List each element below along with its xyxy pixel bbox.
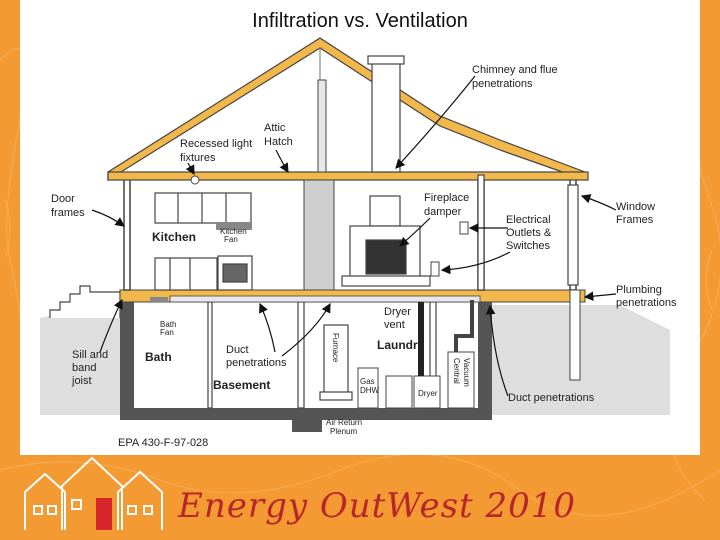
svg-text:DHW: DHW: [360, 386, 380, 395]
basement-label: Basement: [213, 378, 270, 392]
svg-text:Fan: Fan: [224, 235, 238, 244]
svg-text:penetrations: penetrations: [472, 78, 533, 90]
air-return-label: Air Return Plenum: [326, 418, 362, 436]
kitchen-cabinets: [154, 192, 253, 291]
plumbing-stack: [569, 289, 581, 381]
chimney-label: Chimney and flue penetrations: [472, 64, 558, 90]
window-frames-label: Window Frames: [616, 201, 655, 226]
kitchen-fan-icon: [216, 222, 252, 230]
recessed-light-icon: [190, 175, 200, 185]
svg-text:penetrations: penetrations: [226, 357, 287, 369]
svg-text:fixtures: fixtures: [180, 152, 216, 164]
house-infiltration-diagram: Chimney and flue penetrations Attic Hatc…: [40, 37, 677, 449]
svg-text:Attic: Attic: [264, 122, 286, 134]
dryer: [413, 375, 441, 409]
svg-text:vent: vent: [384, 319, 405, 331]
duct-penetrations-left-label: Duct penetrations: [226, 344, 287, 369]
dryer-vent: [418, 302, 424, 376]
svg-text:Electrical: Electrical: [506, 214, 551, 226]
svg-text:Gas: Gas: [360, 377, 375, 386]
dryer-vent-label: Dryer vent: [384, 306, 411, 331]
interior-walls: [207, 174, 485, 409]
svg-text:Fan: Fan: [160, 328, 174, 337]
svg-text:penetrations: penetrations: [616, 297, 677, 309]
recessed-light-label: Recessed light fixtures: [180, 138, 252, 164]
bath-fan-icon: [150, 297, 168, 302]
window-frame: [567, 184, 579, 286]
laundry-label: Laundry: [377, 338, 425, 352]
white-slide-panel: Infiltration vs. Ventilation: [20, 0, 700, 455]
attic-hatch-label: Attic Hatch: [264, 122, 293, 148]
electrical-label: Electrical Outlets & Switches: [506, 214, 552, 252]
door-frames-label: Door frames: [51, 193, 85, 219]
sill-label: Sill and band joist: [71, 349, 108, 387]
svg-text:Air Return: Air Return: [326, 418, 362, 427]
svg-text:damper: damper: [424, 206, 462, 218]
svg-text:band: band: [72, 362, 96, 374]
flue-chase: [303, 179, 335, 291]
bath-fan-label: Bath Fan: [160, 320, 176, 337]
svg-text:Recessed light: Recessed light: [180, 138, 252, 150]
kitchen-fan-label: Kitchen Fan: [220, 227, 247, 244]
svg-text:Kitchen: Kitchen: [220, 227, 247, 236]
gas-dhw-label: Gas DHW: [360, 377, 380, 395]
dryer-label: Dryer: [418, 389, 438, 398]
houses-logo-icon: [24, 456, 163, 530]
central-vacuum: [447, 351, 475, 409]
duct-penetrations-right-label: Duct penetrations: [508, 392, 595, 404]
svg-text:joist: joist: [71, 375, 92, 387]
svg-text:Chimney and flue: Chimney and flue: [472, 64, 558, 76]
washer: [385, 375, 413, 409]
supply-duct: [169, 295, 481, 303]
vacuum-pipe: [454, 300, 474, 352]
svg-text:Door: Door: [51, 193, 75, 205]
chimney: [341, 55, 431, 287]
epa-reference: EPA 430-F-97-028: [118, 437, 208, 449]
svg-text:Frames: Frames: [616, 214, 654, 226]
gas-water-heater: [357, 367, 379, 409]
plumbing-label: Plumbing penetrations: [616, 284, 677, 309]
svg-text:frames: frames: [51, 207, 85, 219]
electrical-outlet-icon: [430, 221, 469, 277]
front-steps: [49, 285, 121, 318]
kitchen-label: Kitchen: [152, 230, 196, 244]
slide-title: Infiltration vs. Ventilation: [252, 10, 468, 32]
svg-text:Plumbing: Plumbing: [616, 284, 662, 296]
svg-text:Hatch: Hatch: [264, 136, 293, 148]
fireplace-damper-label: Fireplace damper: [424, 192, 469, 218]
furnace: [319, 324, 353, 401]
svg-text:Sill and: Sill and: [72, 349, 108, 361]
svg-text:Central: Central: [452, 358, 461, 384]
foundation: [120, 300, 492, 432]
furnace-label: Furnace: [331, 333, 340, 363]
svg-text:Dryer: Dryer: [384, 306, 411, 318]
svg-text:Vacuum: Vacuum: [462, 358, 471, 387]
svg-text:Bath: Bath: [160, 320, 176, 329]
svg-text:Window: Window: [616, 201, 655, 213]
svg-text:Outlets &: Outlets &: [506, 227, 552, 239]
svg-text:Duct: Duct: [226, 344, 249, 356]
energy-outwest-logo: Energy OutWest 2010: [178, 486, 577, 526]
bath-label: Bath: [145, 350, 172, 364]
svg-text:Switches: Switches: [506, 240, 551, 252]
central-vacuum-label: Central Vacuum: [452, 358, 471, 387]
flue-pipe: [317, 79, 327, 173]
svg-text:Fireplace: Fireplace: [424, 192, 469, 204]
svg-text:Plenum: Plenum: [330, 427, 357, 436]
